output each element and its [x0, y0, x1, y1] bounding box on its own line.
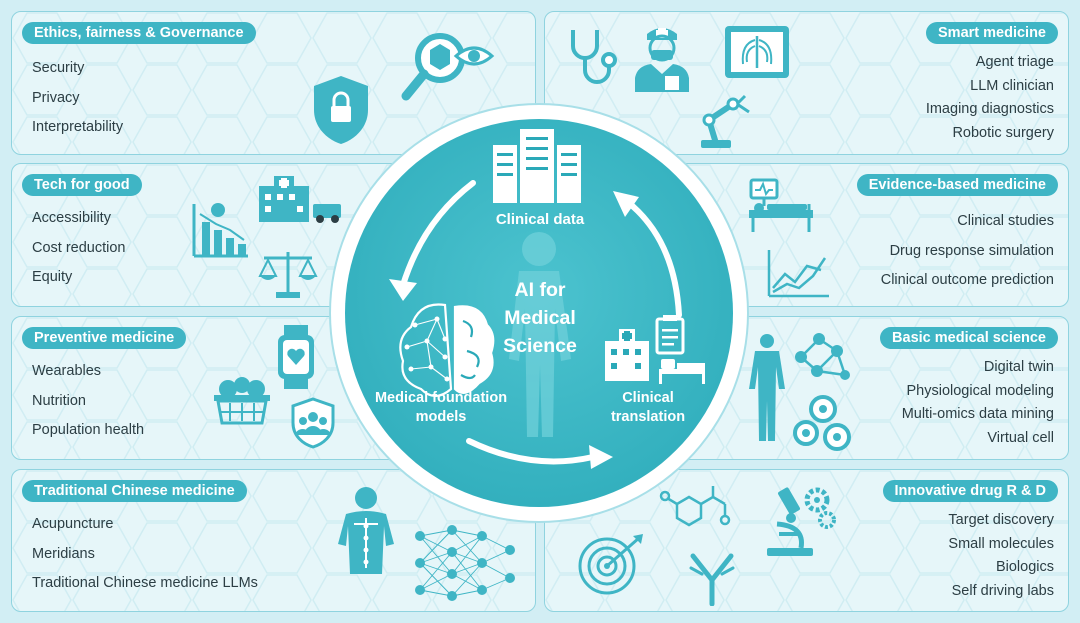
molecule-structure-icon	[659, 486, 731, 527]
list-item: Interpretability	[32, 119, 124, 135]
hospital-ambulance-icon	[259, 176, 341, 223]
clinical-data-label: Clinical data	[495, 211, 585, 228]
list-item: Small molecules	[948, 535, 1054, 552]
neural-network-icon	[415, 525, 515, 601]
robotic-arm-icon	[701, 94, 750, 148]
arrow-data-to-models	[400, 180, 476, 288]
doctor-icon	[635, 28, 689, 92]
antibody-icon	[689, 553, 735, 606]
center-title-line: Medical	[504, 307, 576, 329]
center-title: AI for Medical Science	[470, 276, 610, 360]
basic-medical-science-list: Digital twin Physiological modeling Mult…	[902, 356, 1054, 450]
list-item: Security	[32, 60, 85, 76]
tech-for-good-title: Tech for good	[22, 174, 142, 196]
shield-lock-icon	[314, 76, 368, 144]
list-item: Self driving labs	[951, 582, 1054, 599]
acupuncture-body-icon	[338, 487, 394, 574]
food-basket-icon	[214, 377, 270, 425]
ethics-title: Ethics, fairness & Governance	[22, 22, 256, 44]
magnifier-eye-icon	[401, 33, 495, 101]
list-item: Digital twin	[983, 359, 1054, 375]
foundation-models-label: Medical foundation models	[366, 389, 516, 427]
list-item: Target discovery	[948, 512, 1054, 528]
target-icon	[578, 534, 643, 595]
evidence-based-medicine-title: Evidence-based medicine	[856, 174, 1058, 196]
list-item: Clinical outcome prediction	[880, 272, 1054, 288]
tech-for-good-list: Accessibility Cost reduction Equity	[32, 204, 126, 293]
center-graphics	[389, 129, 705, 469]
population-shield-icon	[291, 397, 335, 449]
list-item: Drug response simulation	[889, 242, 1054, 259]
list-item: Virtual cell	[987, 429, 1054, 446]
hospital-bed-monitor-icon	[749, 178, 813, 232]
microscope-gears-icon	[767, 487, 836, 556]
list-item: Accessibility	[32, 210, 111, 226]
smartwatch-icon	[278, 325, 314, 389]
ethics-list: Security Privacy Interpretability	[32, 54, 123, 143]
list-item: Imaging diagnostics	[925, 101, 1054, 117]
ethics-panel: Ethics, fairness & Governance Security P…	[11, 11, 536, 155]
arrow-head-down	[389, 279, 417, 301]
basic-medical-science-title: Basic medical science	[880, 327, 1058, 349]
arrow-head-up	[613, 191, 639, 217]
center-title-line: Science	[503, 335, 577, 357]
clinical-translation-icon	[605, 315, 705, 384]
clinical-translation-line: translation	[610, 409, 686, 425]
cost-chart-icon	[192, 203, 248, 258]
list-item: Agent triage	[975, 54, 1054, 70]
trend-chart-icon	[767, 250, 829, 298]
list-item: Traditional Chinese medicine LLMs	[32, 575, 258, 591]
arrow-translation-to-data	[626, 200, 682, 318]
cells-icon	[793, 395, 851, 451]
innovative-drug-title: Innovative drug R & D	[882, 480, 1058, 502]
list-item: Cost reduction	[32, 239, 126, 256]
innovative-drug-panel: Innovative drug R & D Target discovery S…	[544, 469, 1069, 612]
traditional-chinese-medicine-panel: Traditional Chinese medicine Acupuncture…	[11, 469, 536, 612]
clinical-translation-label: Clinical translation	[598, 389, 698, 427]
list-item: Privacy	[32, 89, 80, 106]
server-icon	[493, 129, 581, 203]
brain-icon	[399, 303, 495, 398]
list-item: Wearables	[32, 363, 102, 379]
arrow-head-right	[589, 445, 613, 469]
scales-icon	[258, 252, 318, 298]
smart-medicine-list: Agent triage LLM clinician Imaging diagn…	[926, 51, 1054, 145]
list-item: Population health	[32, 422, 145, 438]
arrow-models-to-translation	[466, 438, 596, 465]
clinical-translation-line: Clinical	[622, 390, 674, 406]
traditional-chinese-medicine-title: Traditional Chinese medicine	[22, 480, 247, 502]
list-item: Nutrition	[32, 392, 86, 409]
foundation-models-line: Medical foundation	[374, 390, 508, 406]
traditional-chinese-medicine-list: Acupuncture Meridians Traditional Chines…	[32, 510, 258, 599]
preventive-medicine-list: Wearables Nutrition Population health	[32, 357, 144, 446]
list-item: Multi-omics data mining	[901, 406, 1054, 422]
preventive-medicine-title: Preventive medicine	[22, 327, 187, 349]
list-item: Equity	[32, 269, 73, 285]
molecule-network-icon	[795, 333, 850, 380]
list-item: Acupuncture	[32, 516, 114, 532]
foundation-models-line: models	[415, 409, 467, 425]
list-item: LLM clinician	[970, 77, 1054, 94]
evidence-based-medicine-list: Clinical studies Drug response simulatio…	[881, 207, 1054, 296]
list-item: Meridians	[32, 545, 95, 562]
center-title-line: AI for	[514, 279, 566, 301]
xray-monitor-icon	[725, 26, 789, 78]
list-item: Robotic surgery	[952, 124, 1054, 141]
stethoscope-icon	[571, 30, 617, 84]
smart-medicine-title: Smart medicine	[926, 22, 1058, 44]
human-silhouette-icon	[509, 232, 571, 437]
human-body-icon	[749, 334, 785, 441]
innovative-drug-list: Target discovery Small molecules Biologi…	[948, 509, 1054, 603]
list-item: Clinical studies	[957, 213, 1054, 229]
list-item: Physiological modeling	[906, 382, 1055, 399]
list-item: Biologics	[995, 559, 1054, 575]
